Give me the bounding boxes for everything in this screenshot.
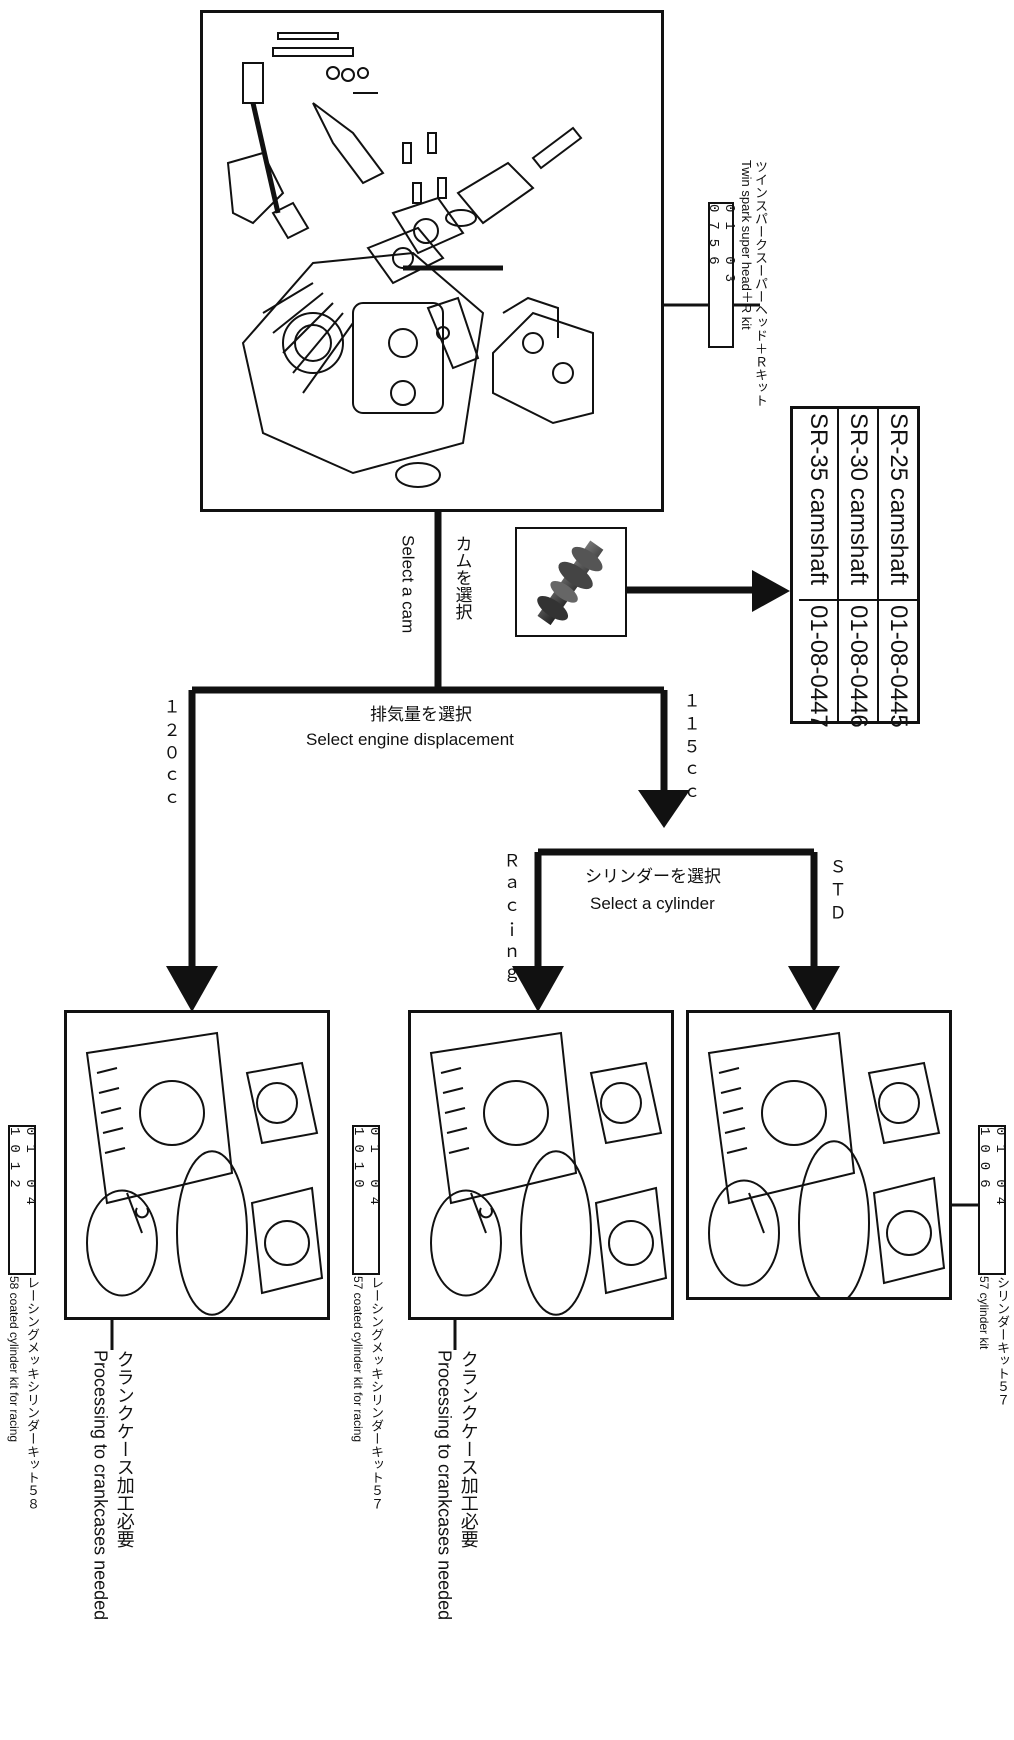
crankcase-note-en: Processing to crankcases needed bbox=[434, 1350, 455, 1621]
cam-row: SR-25 camshaft 01-08-0445 bbox=[877, 409, 917, 728]
kit-code-std: 01 04 1006 bbox=[976, 1125, 1008, 1275]
cylinder-racing: Ｒａｃｉｎｇ bbox=[500, 852, 520, 990]
displacement-title-en: Select engine displacement bbox=[306, 730, 514, 749]
cylinder-kit-drawing bbox=[85, 1031, 324, 1316]
cam-name: SR-35 camshaft bbox=[799, 409, 837, 601]
cam-row: SR-30 camshaft 01-08-0446 bbox=[837, 409, 877, 728]
crankcase-note-en: Processing to crankcases needed bbox=[90, 1350, 111, 1621]
crankcase-note-ja: クランクケース加工必要 bbox=[458, 1350, 479, 1548]
displacement-115cc: １１５ｃｃ bbox=[680, 692, 700, 807]
cylinder-kit-drawing bbox=[429, 1031, 668, 1316]
head-kit-image bbox=[200, 10, 664, 512]
cam-part-number: 01-08-0446 bbox=[845, 605, 872, 728]
cylinder-kit-image-racing-120 bbox=[64, 1010, 330, 1320]
kit-label-ja: シリンダーキット５７ bbox=[994, 1276, 1010, 1406]
kit-label-ja: レーシングメッキシリンダーキット５７ bbox=[368, 1276, 384, 1510]
cam-title-ja: カムを選択 bbox=[452, 535, 472, 620]
cam-part-number: 01-08-0445 bbox=[885, 605, 912, 728]
cylinder-kit-image-std bbox=[686, 1010, 952, 1306]
cylinder-kit-drawing bbox=[707, 1031, 946, 1306]
camshaft-image bbox=[515, 527, 627, 637]
cam-part-number: 01-08-0447 bbox=[805, 605, 832, 728]
kit-code-racing-115: 01 04 1010 bbox=[350, 1125, 382, 1275]
kit-label-en: 57 coated cylinder kit for racing bbox=[350, 1276, 365, 1443]
cam-row: SR-35 camshaft 01-08-0447 bbox=[799, 409, 837, 728]
cam-name: SR-30 camshaft bbox=[839, 409, 877, 601]
cylinder-std: ＳＴＤ bbox=[826, 858, 846, 927]
kit-label-ja: レーシングメッキシリンダーキット５８ bbox=[24, 1276, 40, 1510]
cylinder-kit-image-racing-115 bbox=[408, 1010, 674, 1320]
kit-code-racing-120: 01 04 1012 bbox=[6, 1125, 38, 1275]
head-kit-label-ja: ツインスパークスーパーヘッド＋Ｒキット bbox=[752, 160, 768, 407]
cylinder-title-ja: シリンダーを選択 bbox=[585, 867, 721, 886]
kit-label-en: 58 coated cylinder kit for racing bbox=[6, 1276, 21, 1443]
cam-name: SR-25 camshaft bbox=[879, 409, 917, 601]
cylinder-head-drawing bbox=[226, 32, 594, 488]
displacement-title-ja: 排気量を選択 bbox=[370, 705, 472, 724]
cam-title-en: Select a cam bbox=[398, 535, 418, 634]
cam-table: SR-25 camshaft 01-08-0445 SR-30 camshaft… bbox=[790, 406, 920, 728]
displacement-120cc: １２０ｃｃ bbox=[160, 698, 180, 813]
head-kit-code: 01 03 0756 bbox=[705, 202, 737, 348]
camshaft-icon bbox=[537, 540, 604, 626]
cylinder-title-en: Select a cylinder bbox=[590, 894, 715, 913]
kit-label-en: 57 cylinder kit bbox=[976, 1276, 991, 1350]
head-kit-label-en: Twin spark super head＋R kit bbox=[738, 160, 754, 330]
crankcase-note-ja: クランクケース加工必要 bbox=[114, 1350, 135, 1548]
